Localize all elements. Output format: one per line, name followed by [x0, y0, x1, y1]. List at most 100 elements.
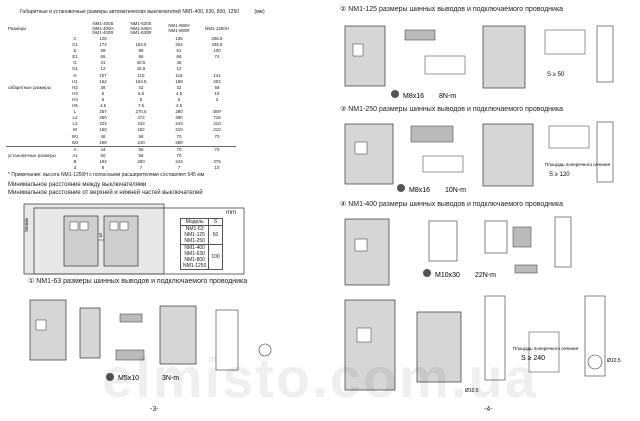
table-cell: 375	[213, 158, 221, 164]
table-cell: 270.5	[135, 109, 147, 115]
title-text: Габаритные и установочные размеры автома…	[20, 9, 240, 15]
nm250-screw: M8x16	[409, 187, 430, 194]
nm125-lug	[596, 25, 614, 83]
left-page-title: Габаритные и установочные размеры автома…	[20, 10, 265, 15]
nm400-breaker	[344, 218, 390, 286]
nm400-terminal	[428, 220, 458, 262]
table-cell: 4.5	[175, 103, 183, 109]
model-name: NM1-630S	[130, 21, 152, 27]
nm125-breaker-2	[482, 25, 526, 89]
title-unit: (мм)	[254, 9, 265, 15]
row-label: W2	[71, 139, 79, 145]
table-cell: 280	[175, 109, 183, 115]
table-cell: 100	[213, 48, 221, 54]
table-cell: 162	[99, 78, 107, 84]
nm63-lug-hole	[258, 343, 272, 357]
model-name: NM1-800H	[168, 23, 190, 29]
table-cell: 8	[101, 164, 105, 170]
row-label: H2	[72, 84, 78, 90]
nm250-breaker-2	[482, 123, 534, 187]
table-cell: 210	[175, 127, 183, 133]
clearance-model: NM1-630	[184, 251, 205, 257]
table-cell: 4.5	[99, 103, 107, 109]
table-cell: 243	[175, 158, 183, 164]
nm125-drawing: M8x16 8N-m S ≥ 50	[344, 25, 614, 100]
table-cell: 65	[100, 54, 106, 60]
row-label: H5	[72, 103, 78, 109]
table-cell: 243	[137, 121, 145, 127]
table-cell: 58	[138, 152, 144, 158]
table-cell: 48	[100, 133, 106, 139]
model-col-4: NM1-1250H	[198, 22, 236, 36]
table-cell: 12	[100, 66, 106, 72]
nm250-area: S ≥ 120	[549, 172, 570, 178]
table-cell: 490	[175, 115, 183, 121]
table-cell: 7.5	[137, 103, 145, 109]
nm125-breaker	[344, 25, 386, 87]
clearance-s-value: 50	[208, 225, 223, 245]
table-cell: 182	[137, 127, 145, 133]
nm250-busbar	[410, 125, 454, 143]
table-cell: 406*	[212, 109, 222, 115]
table-cell: 194	[99, 158, 107, 164]
table-cell: 188	[175, 78, 183, 84]
table-cell: 240	[137, 139, 145, 145]
nm63-torque: 3N-m	[162, 375, 179, 382]
col-size-label: Размеры	[8, 25, 27, 31]
nm250-terminal	[548, 125, 590, 149]
table-cell: 110	[137, 72, 145, 78]
nm250-area-label: Площадь поперечного сечения	[545, 162, 611, 167]
row-label: G	[73, 60, 77, 66]
table-cell: 202	[213, 78, 221, 84]
table-cell: 70	[160, 145, 198, 153]
table-cell: 198	[99, 139, 107, 145]
row-label: L1	[72, 115, 78, 121]
section-nm250-title: ③ NM1-250 размеры шинных выводов и подкл…	[340, 106, 563, 113]
screw-icon	[397, 184, 405, 192]
table-cell: 89	[100, 48, 106, 54]
nm125-busbar	[404, 29, 436, 41]
table-cell: 44	[84, 145, 122, 153]
nm63-busbar-1	[119, 313, 143, 323]
nm400-bar-part	[514, 264, 538, 274]
table-cell: 266.5	[211, 36, 223, 41]
model-name: NM1-400R	[92, 30, 114, 36]
table-cell: 210	[213, 127, 221, 133]
model-name: NM1-400H	[92, 25, 114, 31]
breaker-2-window	[119, 221, 129, 231]
table-cell: 70	[198, 145, 236, 153]
clearance-model: NM1-250	[184, 238, 205, 244]
nm250-handle	[354, 141, 368, 155]
nm400-torque: 22N-m	[475, 272, 496, 279]
table-cell: 58	[138, 133, 144, 139]
clearance-model: NM1-800	[184, 257, 205, 263]
model-name: NM1-400S	[92, 21, 114, 27]
nm630-dim-box	[528, 331, 560, 373]
table-cell: 12	[176, 66, 182, 72]
row-label: A1	[72, 152, 78, 158]
nm400-lug	[554, 216, 572, 268]
table-cell: 81	[176, 48, 182, 54]
table-cell: 70	[176, 152, 182, 158]
table-cell: 126	[99, 36, 107, 41]
screw-icon	[391, 90, 399, 98]
table-cell: 58	[214, 84, 220, 90]
row-group	[6, 140, 66, 147]
row-label: G1	[72, 66, 78, 72]
breaker-1-window	[79, 221, 89, 231]
table-cell: 200	[137, 158, 145, 164]
col-empty	[66, 22, 84, 36]
clearance-header-model: Модель	[179, 218, 210, 226]
table-cell: 6	[101, 90, 105, 96]
